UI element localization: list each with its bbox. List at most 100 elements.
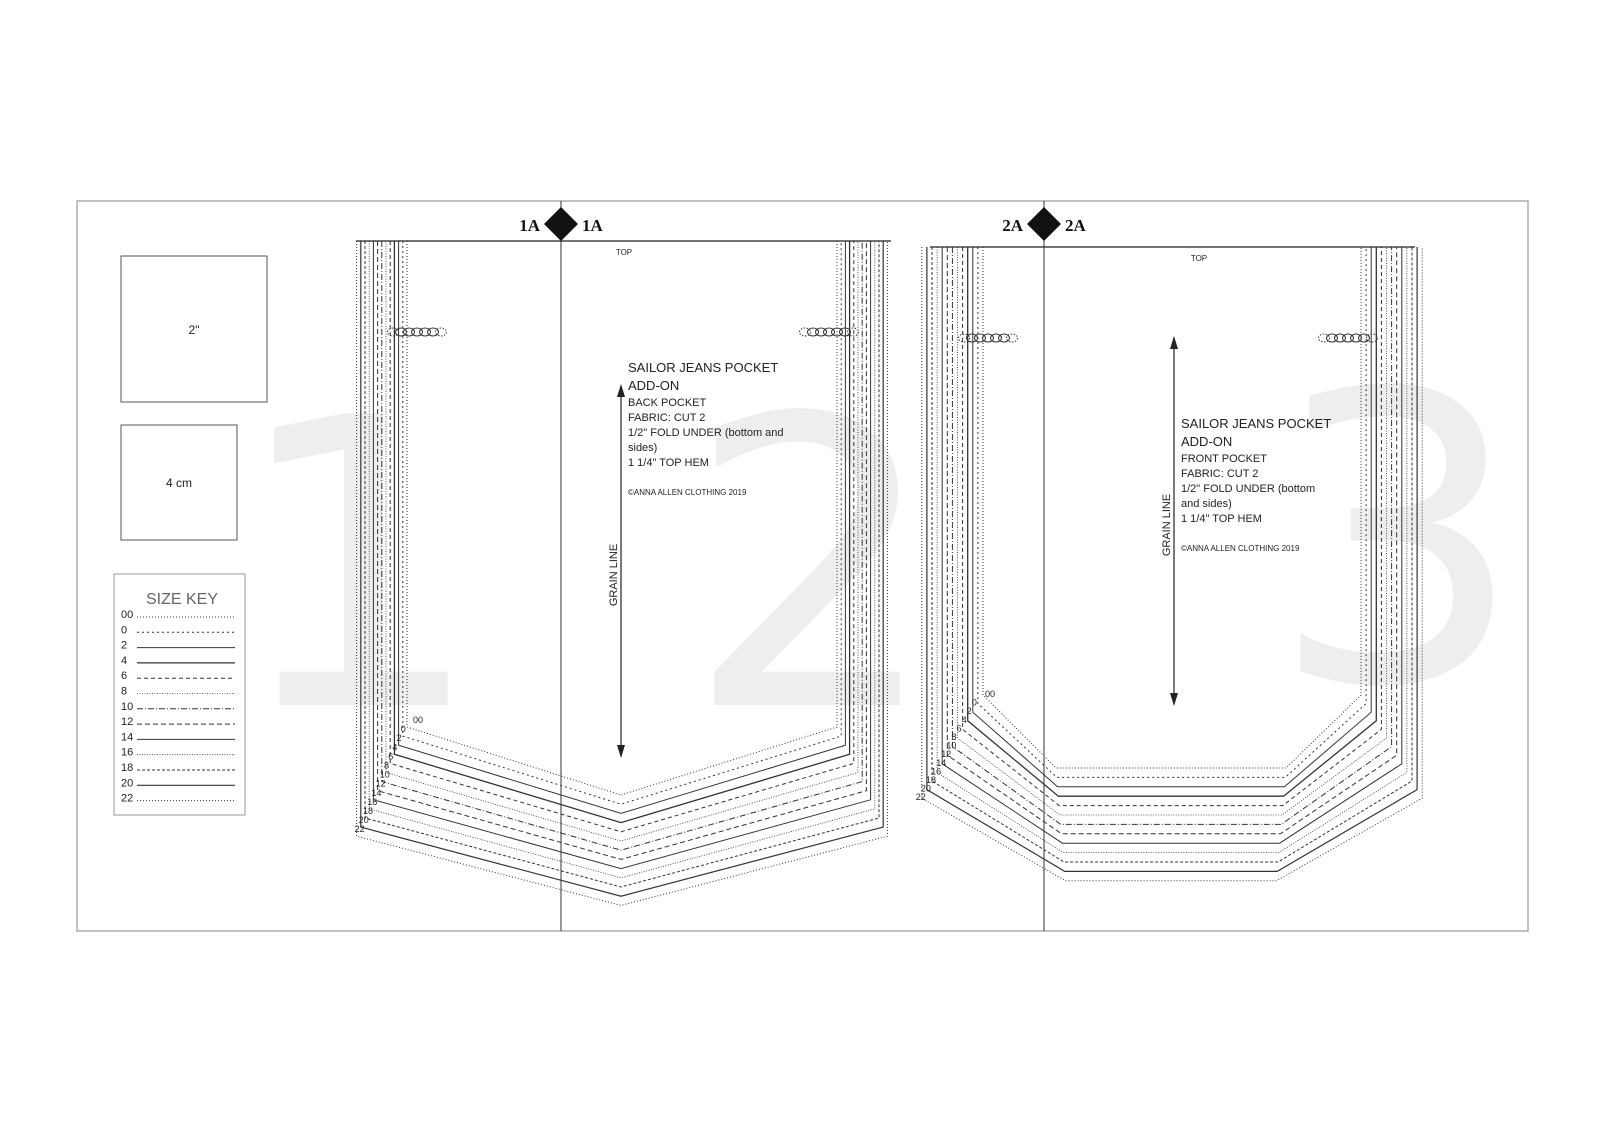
- front-pocket-outline: [936, 247, 1408, 853]
- rivet-circle-icon: [958, 333, 970, 343]
- rivet-circle-icon: [387, 327, 399, 337]
- front-pocket-outline: [941, 247, 1403, 844]
- front-size-label: 8: [952, 732, 957, 742]
- rivet-circle-icon: [1350, 333, 1362, 343]
- rivet-circle-icon: [1318, 333, 1330, 343]
- rivet-circle-icon: [998, 333, 1010, 343]
- back-pocket-outline: [393, 241, 851, 824]
- rivet-circle-icon: [411, 327, 423, 337]
- page-number-2: 2: [685, 335, 940, 800]
- marker-label-1a-left: 1A: [519, 216, 541, 235]
- arrow-down-icon: [1170, 693, 1178, 706]
- back-pocket-outlines: [356, 241, 888, 906]
- scale-box-2in-label: 2": [189, 323, 200, 337]
- back-size-label: 22: [355, 824, 365, 834]
- front-pocket-outline: [946, 247, 1398, 835]
- size-key-label: 16: [121, 747, 133, 759]
- back-pocket-line-1: BACK POCKET: [628, 397, 707, 409]
- back-pocket-line-2: FABRIC: CUT 2: [628, 412, 705, 424]
- rivet-circle-icon: [1366, 333, 1378, 343]
- back-size-label: 12: [376, 779, 386, 789]
- back-grain-line-label: GRAIN LINE: [608, 544, 620, 606]
- rivet-circle-icon: [419, 327, 431, 337]
- rivet-circle-icon: [1006, 333, 1018, 343]
- front-pocket-outline: [921, 247, 1423, 882]
- front-pocket-line-2: FABRIC: CUT 2: [1181, 468, 1258, 480]
- front-size-label: 6: [957, 723, 962, 733]
- back-size-label: 00: [413, 715, 423, 725]
- back-pocket-line-4: sides): [628, 442, 657, 454]
- back-size-label: 8: [384, 761, 389, 771]
- rivet-circle-icon: [990, 333, 1002, 343]
- size-key-label: 18: [121, 762, 133, 774]
- front-size-label: 2: [967, 706, 972, 716]
- rivet-circle-icon: [403, 327, 415, 337]
- match-marker-2a: 2A 2A: [1002, 207, 1087, 241]
- size-key-label: 20: [121, 777, 133, 789]
- rivet-circle-icon: [799, 327, 811, 337]
- rivet-circle-icon: [1358, 333, 1370, 343]
- front-size-label: 18: [926, 775, 936, 785]
- arrow-up-icon: [1170, 336, 1178, 349]
- front-pocket-top-label: TOP: [1191, 254, 1207, 263]
- front-pocket-outline: [931, 247, 1413, 863]
- scale-box-4cm-label: 4 cm: [166, 476, 192, 490]
- back-pocket-line-3: 1/2" FOLD UNDER (bottom and: [628, 427, 784, 439]
- front-size-label: 14: [936, 758, 946, 768]
- match-marker-1a: 1A 1A: [519, 207, 604, 241]
- rivet-circle-icon: [1326, 333, 1338, 343]
- rivet-marks-front-left: [958, 333, 1018, 343]
- front-pocket-line-5: 1 1/4" TOP HEM: [1181, 513, 1262, 525]
- back-size-label: 6: [388, 751, 393, 761]
- diamond-marker-icon: [544, 207, 578, 241]
- rivet-circle-icon: [435, 327, 447, 337]
- rivet-circle-icon: [395, 327, 407, 337]
- front-pocket-outline: [982, 247, 1362, 769]
- back-pocket-outline: [402, 241, 842, 805]
- back-size-label: 18: [363, 806, 373, 816]
- front-size-label: 0: [972, 698, 977, 708]
- size-key-label: 6: [121, 670, 127, 682]
- back-pocket-outline: [389, 241, 855, 833]
- back-pocket-title-2: ADD-ON: [628, 378, 679, 393]
- rivet-circle-icon: [807, 327, 819, 337]
- front-pocket-copyright: ©ANNA ALLEN CLOTHING 2019: [1181, 544, 1300, 553]
- page-number-1: 1: [230, 335, 485, 800]
- front-pocket-outline: [957, 247, 1387, 816]
- back-grain-line: GRAIN LINE: [608, 384, 625, 758]
- back-size-label: 0: [401, 724, 406, 734]
- front-pocket-line-4: and sides): [1181, 498, 1232, 510]
- back-pocket-outline: [381, 241, 863, 851]
- back-pocket-outline: [364, 241, 880, 888]
- back-pocket-outline: [360, 241, 884, 897]
- front-grain-line-label: GRAIN LINE: [1161, 494, 1173, 556]
- front-pocket-line-1: FRONT POCKET: [1181, 453, 1267, 465]
- arrow-up-icon: [617, 384, 625, 397]
- rivet-marks-front-right: [1318, 333, 1378, 343]
- back-size-label: 16: [367, 797, 377, 807]
- front-size-label: 16: [931, 766, 941, 776]
- size-key-box: [113, 573, 246, 816]
- back-pocket-line-5: 1 1/4" TOP HEM: [628, 457, 709, 469]
- rivet-marks-back-left: [387, 327, 447, 337]
- marker-label-2a-right: 2A: [1065, 216, 1087, 235]
- front-size-label: 20: [921, 784, 931, 794]
- rivet-circle-icon: [427, 327, 439, 337]
- back-size-label: 4: [392, 742, 397, 752]
- back-size-label: 10: [380, 770, 390, 780]
- arrow-down-icon: [617, 745, 625, 758]
- front-size-label: 4: [962, 715, 967, 725]
- rivet-circle-icon: [966, 333, 978, 343]
- diamond-marker-icon: [1027, 207, 1061, 241]
- scale-box-2in: [120, 255, 268, 403]
- front-pocket-outline: [962, 247, 1382, 807]
- back-pocket-outline: [385, 241, 859, 842]
- front-pocket-outlines: [921, 247, 1423, 882]
- size-key-label: 0: [121, 624, 127, 636]
- back-pocket-outline: [377, 241, 867, 860]
- rivet-circle-icon: [982, 333, 994, 343]
- rivet-circle-icon: [815, 327, 827, 337]
- front-pocket-outline: [977, 247, 1367, 778]
